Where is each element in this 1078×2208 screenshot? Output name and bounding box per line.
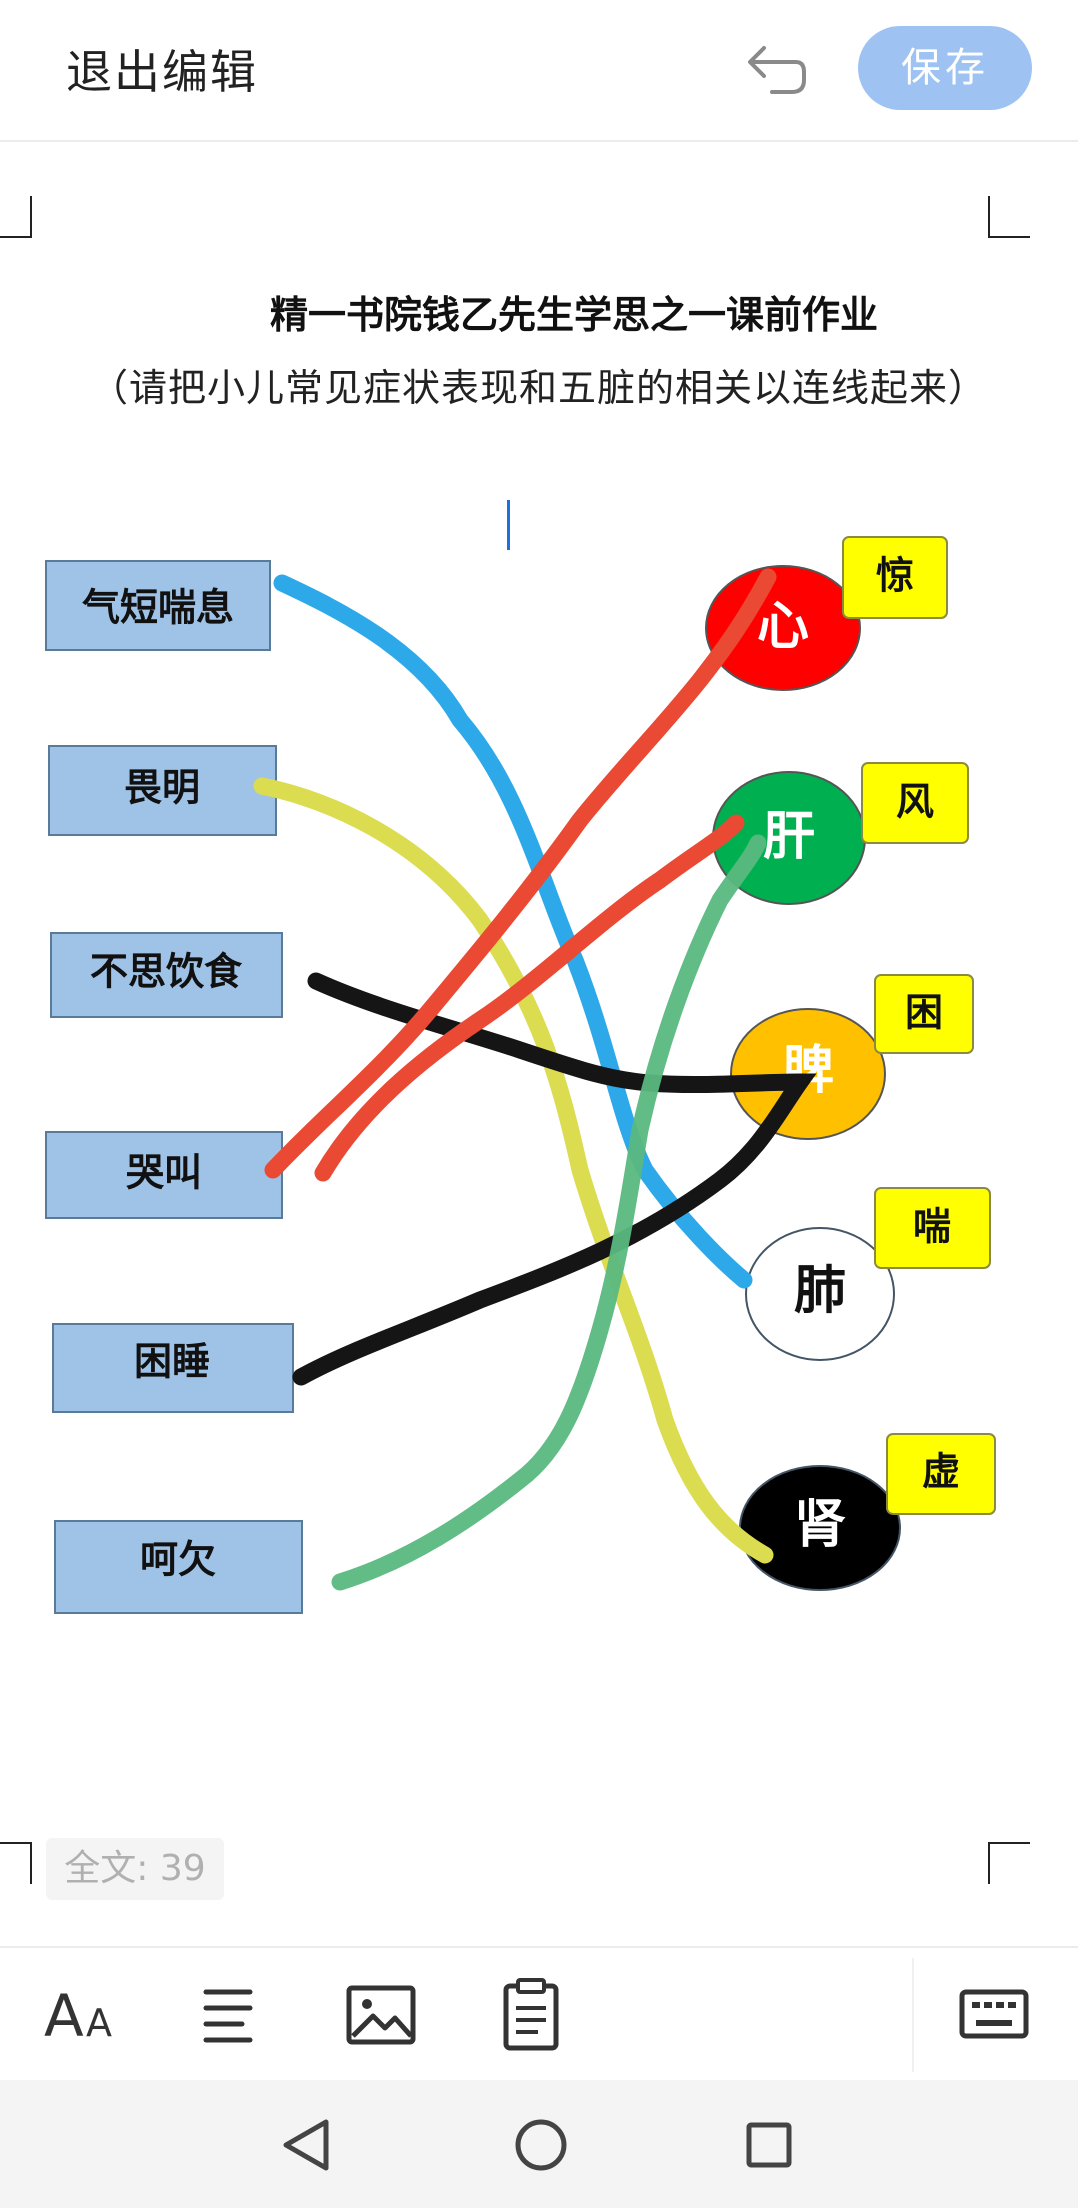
symptom-label-6: 呵欠: [140, 1538, 216, 1582]
organ-kidney: 肾: [739, 1465, 901, 1591]
symptom-label-2: 畏明: [124, 766, 200, 810]
tag-label-sleepy: 困: [905, 991, 943, 1035]
svg-text:A: A: [86, 2001, 112, 2045]
symptom-box-1: 气短喘息: [45, 560, 271, 651]
undo-icon[interactable]: [732, 30, 812, 110]
symptom-box-2: 畏明: [48, 745, 277, 836]
page-corner-bottom-right: [988, 1842, 1030, 1884]
align-icon[interactable]: [172, 1948, 282, 2082]
symptom-box-4: 哭叫: [45, 1131, 283, 1219]
recent-apps-icon[interactable]: [724, 2100, 814, 2190]
connection-stroke-green: [331, 834, 767, 1591]
page-corner-top-right: [988, 196, 1030, 238]
organ-label-heart: 心: [757, 597, 809, 657]
keyboard-icon[interactable]: [940, 1948, 1050, 2082]
save-button[interactable]: 保存: [858, 26, 1032, 110]
page-corner-top-left: [0, 196, 32, 238]
symptom-label-5: 困睡: [134, 1340, 210, 1384]
tag-deficiency: 虚: [886, 1433, 996, 1515]
symptom-box-3: 不思饮食: [50, 932, 283, 1018]
organ-heart: 心: [705, 565, 861, 691]
document-title[interactable]: 精一书院钱乙先生学思之一课前作业: [269, 293, 878, 337]
symptom-label-1: 气短喘息: [82, 586, 234, 630]
symptom-label-3: 不思饮食: [90, 950, 243, 994]
symptom-box-5: 困睡: [52, 1323, 294, 1413]
clipboard-icon[interactable]: [476, 1948, 586, 2082]
back-icon[interactable]: [264, 2100, 354, 2190]
organ-label-kidney: 肾: [794, 1495, 846, 1555]
toolbar-divider: [912, 1958, 914, 2072]
word-count: 全文: 39: [46, 1838, 224, 1900]
document-subtitle[interactable]: （请把小儿常见症状表现和五脏的相关以连线起来）: [90, 366, 988, 410]
organ-lung: 肺: [745, 1227, 895, 1361]
font-size-icon[interactable]: A A: [24, 1948, 134, 2082]
organ-label-lung: 肺: [794, 1261, 846, 1321]
tag-fright: 惊: [842, 536, 948, 619]
connection-stroke-yellow: [253, 777, 774, 1564]
top-bar: 退出编辑 保存: [0, 0, 1078, 142]
connection-stroke-red-1: [264, 568, 777, 1179]
connection-stroke-red-2: [314, 814, 745, 1182]
editor-toolbar: A A: [0, 1946, 1078, 2082]
tag-sleepy: 困: [874, 974, 974, 1054]
system-nav-bar: [0, 2080, 1078, 2208]
page-corner-bottom-left: [0, 1842, 32, 1884]
tag-label-fright: 惊: [876, 554, 914, 598]
connection-stroke-blue: [273, 574, 753, 1289]
home-icon[interactable]: [496, 2100, 586, 2190]
tag-label-wind: 风: [896, 780, 934, 824]
tag-label-pant: 喘: [913, 1205, 951, 1249]
tag-pant: 喘: [874, 1187, 991, 1269]
svg-text:A: A: [44, 1982, 84, 2050]
organ-label-liver: 肝: [763, 807, 815, 867]
symptom-label-4: 哭叫: [126, 1151, 202, 1195]
connection-stroke-black: [292, 972, 817, 1386]
symptom-box-6: 呵欠: [54, 1520, 303, 1614]
image-icon[interactable]: [325, 1948, 435, 2082]
tag-wind: 风: [861, 762, 969, 844]
tag-label-deficiency: 虚: [922, 1450, 960, 1494]
exit-edit-button[interactable]: 退出编辑: [66, 45, 258, 99]
text-cursor: [507, 500, 510, 550]
organ-liver: 肝: [712, 771, 866, 905]
